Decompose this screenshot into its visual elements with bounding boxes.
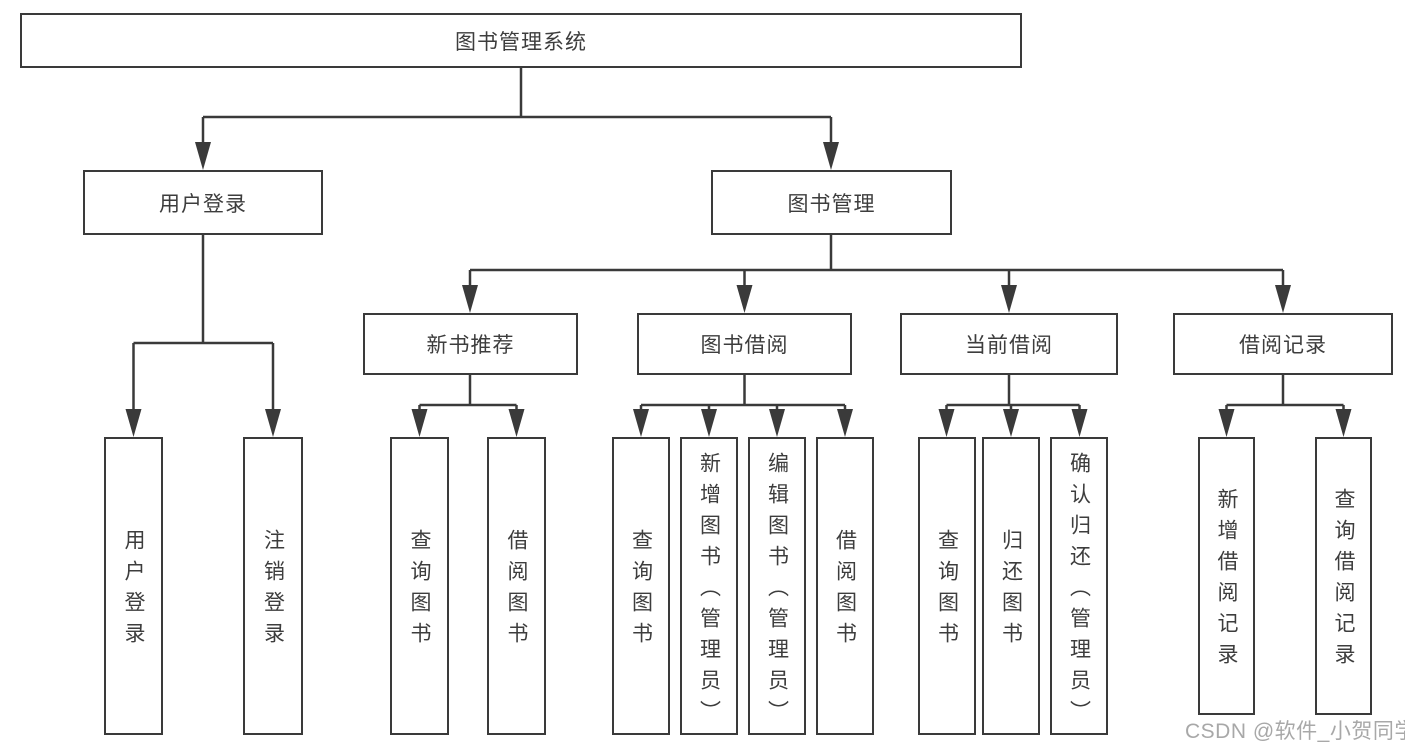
arrow-down-marker [195, 142, 211, 170]
arrow-down-marker [736, 285, 753, 313]
node-label: 用户登录 [122, 529, 145, 653]
node-label: 图书借阅 [700, 334, 789, 357]
node-leaf-edit-books-admin: 编辑图书（管理员） [748, 437, 806, 735]
node-leaf-add-borrow-record: 新增借阅记录 [1198, 437, 1255, 715]
node-label: 图书管理 [787, 192, 876, 216]
node-label: 借阅图书 [505, 529, 528, 653]
node-new-book-recommendation: 新书推荐 [363, 313, 578, 375]
node-user-login: 用户登录 [83, 170, 323, 235]
arrow-down-marker [769, 409, 785, 437]
node-label: 归还图书 [999, 529, 1023, 653]
node-label: 编辑图书（管理员） [765, 451, 789, 731]
node-leaf-user-login: 用户登录 [104, 437, 163, 735]
node-leaf-borrow-books-recommend: 借阅图书 [487, 437, 546, 735]
watermark: CSDN @软件_小贺同学 [1185, 720, 1405, 743]
node-leaf-logout: 注销登录 [243, 437, 303, 735]
node-book-borrowing: 图书借阅 [637, 313, 852, 375]
node-leaf-query-books-borrow: 查询图书 [612, 437, 670, 735]
arrow-down-marker [837, 409, 853, 437]
node-label: 查询图书 [935, 529, 959, 653]
node-leaf-query-books-current: 查询图书 [918, 437, 976, 735]
arrow-down-marker [823, 142, 839, 170]
node-label: 确认归还（管理员） [1067, 451, 1091, 731]
node-leaf-return-books: 归还图书 [982, 437, 1040, 735]
arrow-down-marker [1218, 409, 1235, 437]
node-label: 注销登录 [261, 529, 285, 653]
arrow-down-marker [1001, 285, 1017, 313]
node-label: 当前借阅 [965, 334, 1053, 357]
arrow-down-marker [462, 285, 478, 313]
arrow-down-marker [1335, 409, 1352, 437]
arrow-down-marker [265, 409, 281, 437]
arrow-down-marker [938, 409, 955, 437]
arrowhead-group [125, 142, 1352, 437]
node-label: 查询借阅记录 [1332, 488, 1355, 674]
arrow-down-marker [633, 409, 649, 437]
node-leaf-query-borrow-record: 查询借阅记录 [1315, 437, 1372, 715]
node-current-borrowing: 当前借阅 [900, 313, 1118, 375]
node-label: 新增图书（管理员） [697, 451, 721, 731]
node-leaf-confirm-return-admin: 确认归还（管理员） [1050, 437, 1108, 735]
node-label: 新增借阅记录 [1215, 488, 1238, 674]
node-leaf-borrow-books: 借阅图书 [816, 437, 874, 735]
node-label: 查询图书 [408, 529, 431, 653]
node-label: 借阅图书 [833, 529, 857, 653]
node-leaf-add-books-admin: 新增图书（管理员） [680, 437, 738, 735]
arrow-down-marker [1003, 409, 1019, 437]
node-leaf-query-books-recommend: 查询图书 [390, 437, 449, 735]
node-label: 借阅记录 [1239, 334, 1327, 357]
node-book-management: 图书管理 [711, 170, 952, 235]
node-label: 图书管理系统 [455, 30, 587, 54]
node-library-management-system: 图书管理系统 [20, 13, 1022, 68]
arrow-down-marker [508, 409, 525, 437]
arrow-down-marker [411, 409, 428, 437]
node-label: 新书推荐 [426, 334, 515, 357]
arrow-down-marker [1071, 409, 1088, 437]
arrow-down-marker [125, 409, 142, 437]
arrow-down-marker [1275, 285, 1291, 313]
node-borrowing-records: 借阅记录 [1173, 313, 1393, 375]
node-label: 用户登录 [159, 192, 247, 216]
arrow-down-marker [701, 409, 717, 437]
node-label: 查询图书 [629, 529, 653, 653]
